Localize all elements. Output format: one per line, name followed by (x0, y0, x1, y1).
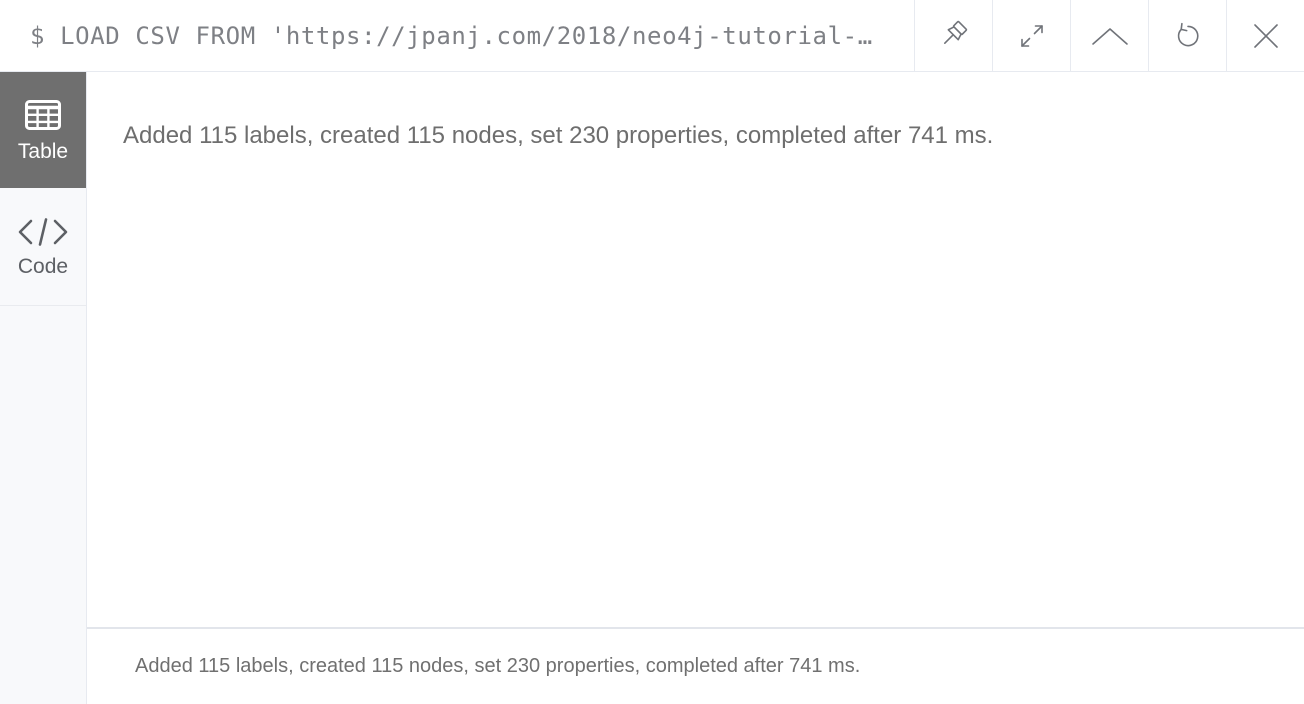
cypher-command[interactable]: $ LOAD CSV FROM 'https://jpanj.com/2018/… (0, 0, 914, 71)
result-panel: Added 115 labels, created 115 nodes, set… (87, 72, 1304, 627)
result-main-column: Added 115 labels, created 115 nodes, set… (87, 72, 1304, 704)
collapse-button[interactable] (1070, 0, 1148, 71)
pin-button[interactable] (914, 0, 992, 71)
status-bar-text: Added 115 labels, created 115 nodes, set… (135, 655, 861, 677)
table-icon (24, 98, 62, 132)
status-bar: Added 115 labels, created 115 nodes, set… (87, 627, 1304, 704)
tab-table[interactable]: Table (0, 72, 86, 188)
tab-table-label: Table (17, 140, 69, 163)
result-view-sidebar: Table Code (0, 72, 87, 704)
expand-icon (1015, 19, 1049, 53)
frame-header: $ LOAD CSV FROM 'https://jpanj.com/2018/… (0, 0, 1304, 72)
code-icon (16, 217, 70, 247)
frame-body: Table Code Added 115 labels, created 115… (0, 72, 1304, 704)
refresh-icon (1171, 19, 1205, 53)
pin-icon (937, 19, 971, 53)
cypher-command-text: $ LOAD CSV FROM 'https://jpanj.com/2018/… (30, 21, 873, 50)
close-button[interactable] (1226, 0, 1304, 71)
close-icon (1250, 20, 1282, 52)
tab-code[interactable]: Code (0, 188, 86, 306)
fullscreen-button[interactable] (992, 0, 1070, 71)
chevron-up-icon (1089, 25, 1131, 47)
result-summary: Added 115 labels, created 115 nodes, set… (123, 122, 994, 149)
tab-code-label: Code (17, 254, 69, 278)
rerun-button[interactable] (1148, 0, 1226, 71)
